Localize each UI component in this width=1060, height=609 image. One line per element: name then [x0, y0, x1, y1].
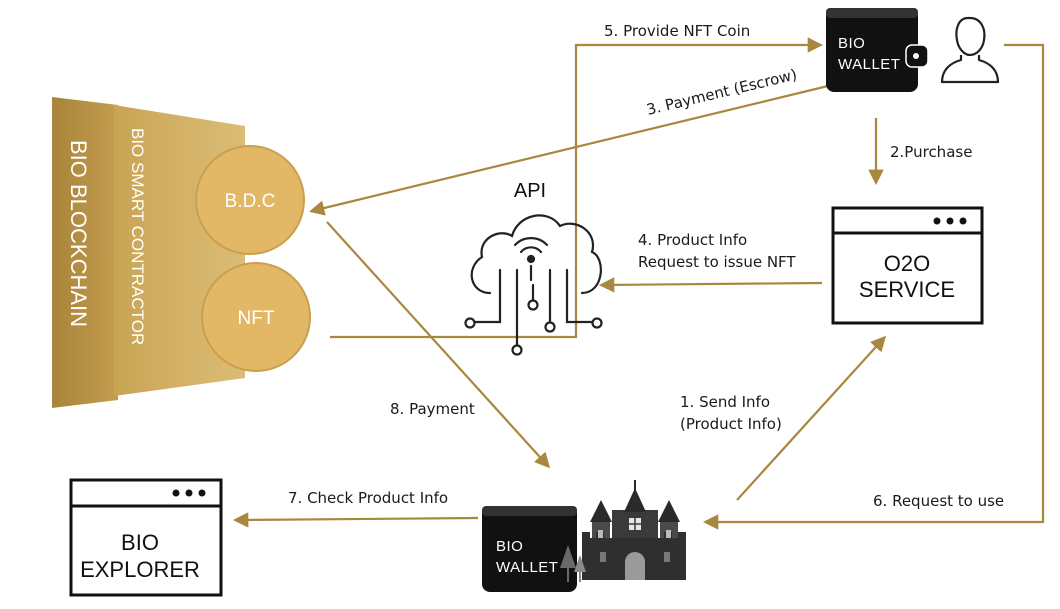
api-node: API: [464, 180, 603, 356]
wallet-bottom-line1: BIO: [496, 538, 523, 555]
explorer-box: BIO EXPLORER: [69, 478, 223, 597]
wallet-bottom: BIO WALLET: [482, 506, 577, 592]
arrow-payment: [326, 221, 551, 469]
arrow-send-info: [736, 335, 887, 501]
o2o-line1: O2O: [884, 251, 930, 276]
user-icon: [940, 16, 1000, 84]
label-send-info-line1: 1. Send Info: [680, 393, 770, 411]
label-payment: 8. Payment: [390, 400, 475, 418]
label-check-product-info: 7. Check Product Info: [288, 489, 448, 507]
api-label: API: [514, 180, 546, 202]
arrow-provide-nft-coin: [330, 37, 824, 339]
wallet-top-line1: BIO: [838, 35, 865, 52]
label-request-to-use: 6. Request to use: [873, 492, 1004, 510]
explorer-line2: EXPLORER: [80, 557, 200, 582]
castle-icon: [560, 480, 686, 582]
arrow-payment-escrow: [309, 83, 833, 216]
coin-nft: NFT: [201, 262, 311, 372]
label-provide-nft-coin: 5. Provide NFT Coin: [604, 22, 750, 40]
blockchain-label: BIO BLOCKCHAIN: [66, 140, 91, 327]
label-purchase: 2.Purchase: [890, 143, 972, 161]
label-product-info-line2: Request to issue NFT: [638, 253, 796, 271]
arrow-request-to-use: [702, 43, 1045, 530]
blockchain-panel: BIO BLOCKCHAIN: [52, 97, 118, 408]
arrow-check-product-info: [232, 512, 479, 528]
coin-bdc: B.D.C: [195, 145, 305, 255]
arrow-product-info-request: [598, 277, 823, 293]
wallet-bottom-line2: WALLET: [496, 559, 558, 576]
label-send-info-line2: (Product Info): [680, 415, 782, 433]
wallet-top-line2: WALLET: [838, 56, 900, 73]
coin-bdc-label: B.D.C: [225, 191, 276, 212]
o2o-line2: SERVICE: [859, 277, 955, 302]
explorer-line1: BIO: [121, 530, 159, 555]
cloud-icon: [464, 214, 603, 356]
coin-nft-label: NFT: [238, 308, 275, 329]
smart-contractor-label: BIO SMART CONTRACTOR: [128, 128, 147, 345]
wallet-top: BIO WALLET: [826, 8, 929, 92]
label-product-info-line1: 4. Product Info: [638, 231, 747, 249]
o2o-service-box: O2O SERVICE: [831, 206, 984, 325]
